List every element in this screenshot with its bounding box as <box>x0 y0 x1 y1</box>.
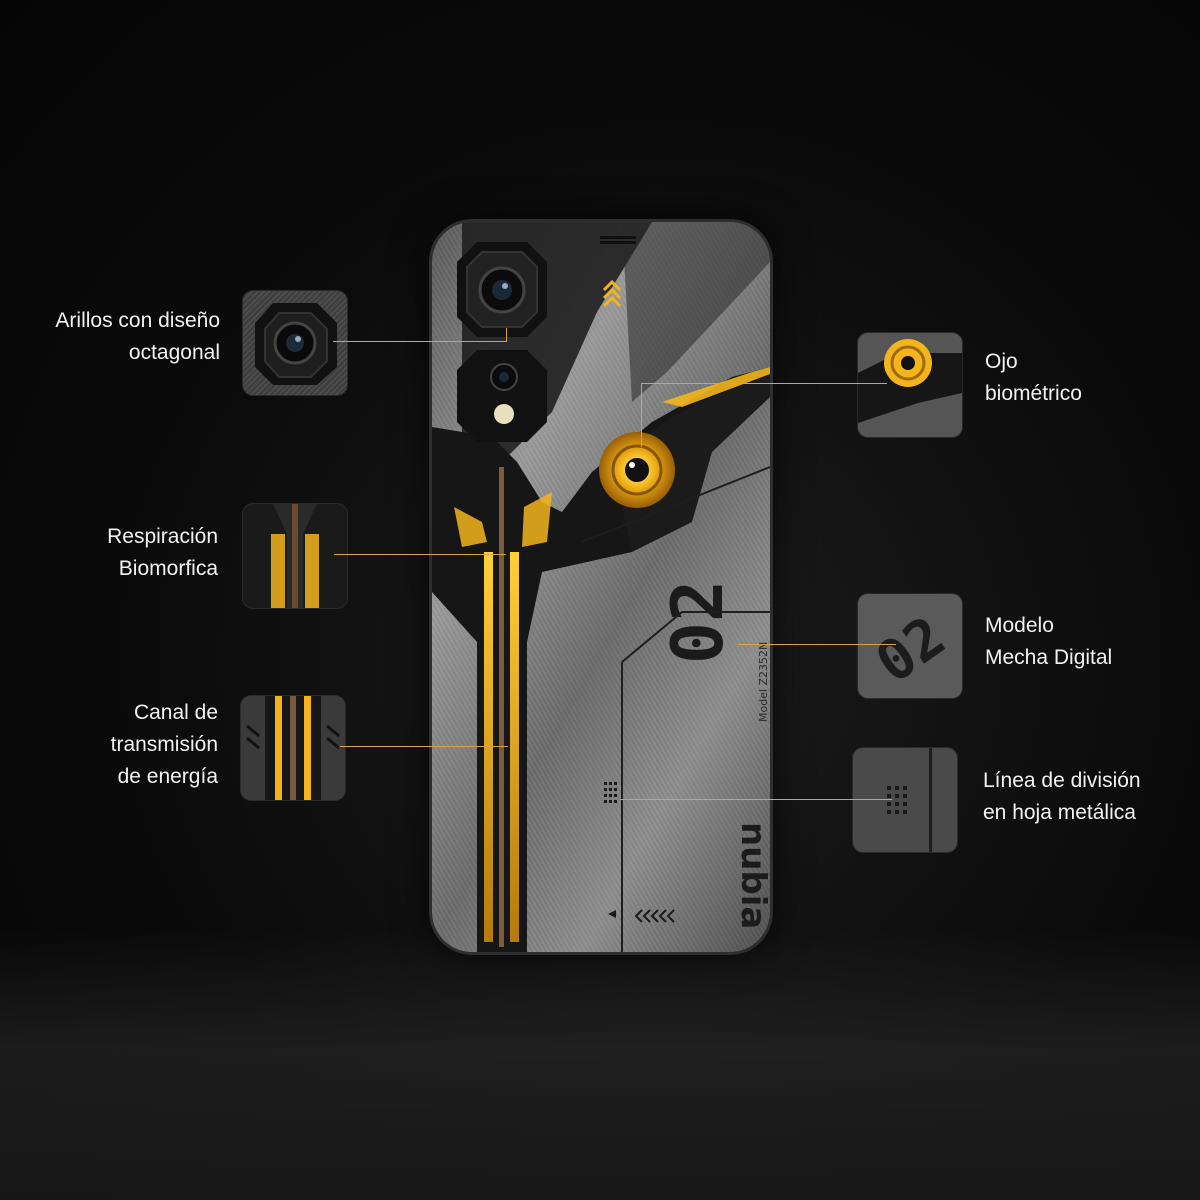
volume-button <box>767 440 773 486</box>
callout-line-rings <box>333 341 507 342</box>
label-biomorphic-breathing: Respiración Biomorfica <box>107 525 218 580</box>
power-button <box>767 495 773 575</box>
energy-channel-icon <box>241 696 345 800</box>
biometric-eye-icon <box>858 333 962 437</box>
callout-line-channel <box>340 746 508 747</box>
honeycomb-light-icon <box>243 504 347 608</box>
callout-line-mecha <box>738 644 896 645</box>
metal-split-line-icon <box>853 748 957 852</box>
callout-line-breathing <box>334 554 506 555</box>
label-mecha-model: Modelo Mecha Digital <box>985 614 1113 669</box>
model-text: Model Z2352N <box>757 642 770 722</box>
label-octagonal-rings: Arillos con diseño octagonal <box>55 309 220 364</box>
label-metal-split-line: Línea de división en hoja metálica <box>983 769 1141 824</box>
label-energy-channel: Canal de transmisión de energía <box>110 701 218 788</box>
octagonal-camera-icon <box>243 291 347 395</box>
callout-line-eye <box>641 383 887 384</box>
phone-back: 02 Model Z2352N nubia <box>432 222 770 952</box>
callout-tick-eye <box>641 383 642 447</box>
label-biometric-eye: Ojo biométrico <box>985 350 1082 405</box>
floor-reflection <box>0 930 1200 1200</box>
brand-logo: nubia <box>733 822 770 929</box>
callout-line-metal <box>620 799 892 800</box>
callout-tick-rings <box>506 328 507 342</box>
mecha-digits-icon: 02 <box>858 594 962 698</box>
